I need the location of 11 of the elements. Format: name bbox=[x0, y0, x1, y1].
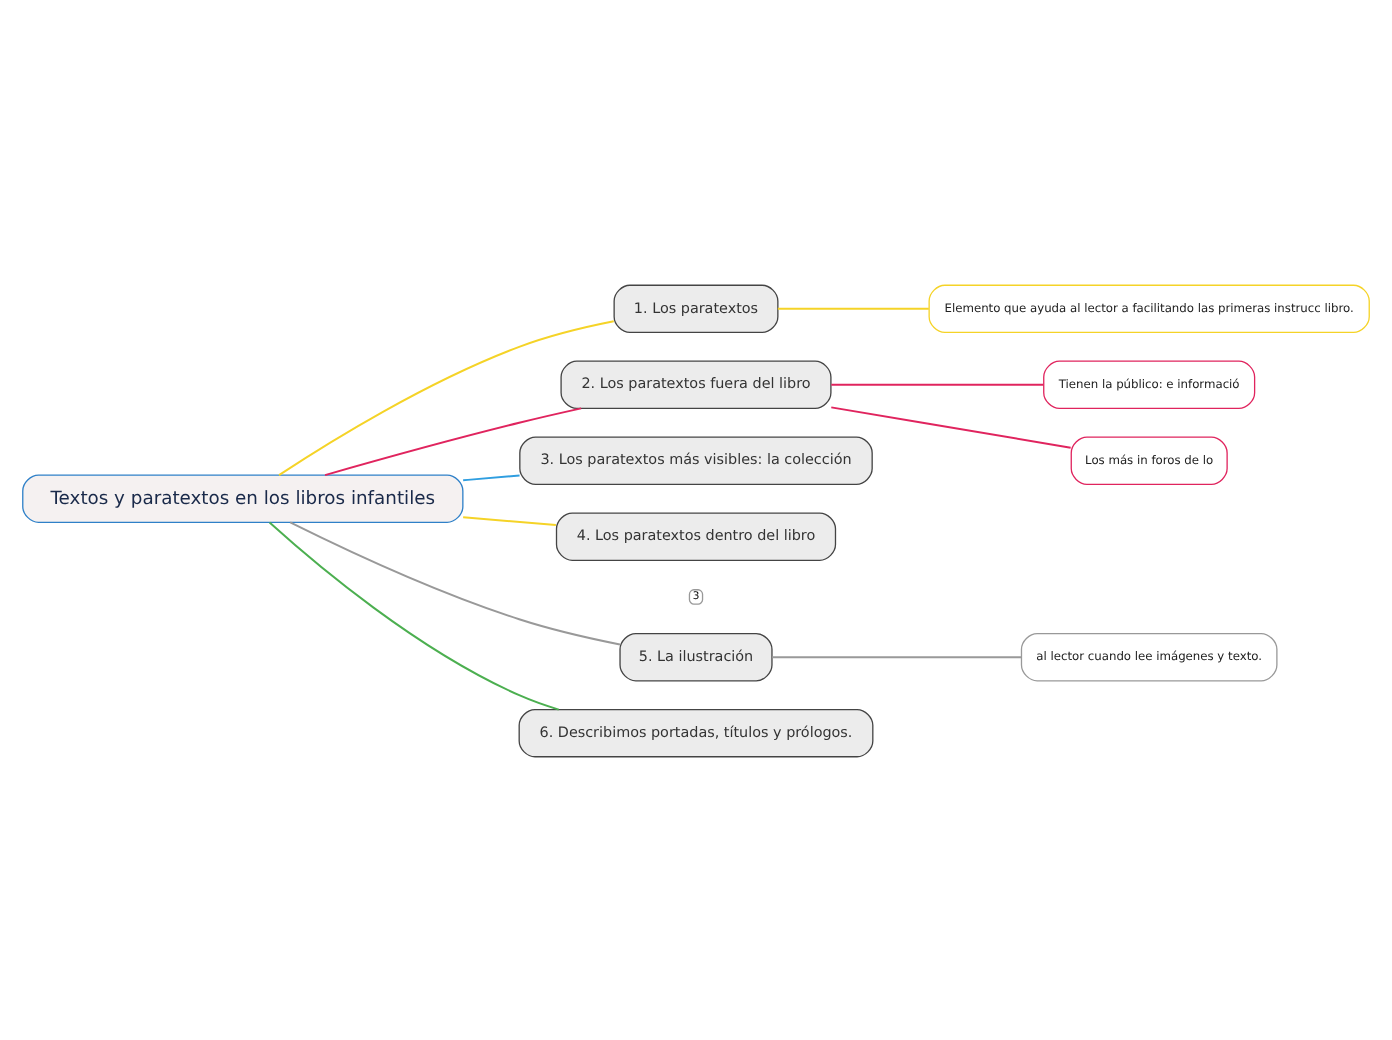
connector bbox=[289, 520, 621, 645]
connector bbox=[771, 655, 1023, 658]
connector bbox=[830, 405, 1072, 448]
node-box: Textos y paratextos en los libros infantiles bbox=[22, 473, 464, 522]
connector bbox=[830, 382, 1045, 385]
connector bbox=[462, 473, 521, 481]
connector bbox=[324, 406, 583, 476]
connector bbox=[278, 319, 615, 476]
connector bbox=[268, 520, 560, 710]
connector bbox=[776, 306, 930, 309]
connector bbox=[462, 515, 557, 525]
